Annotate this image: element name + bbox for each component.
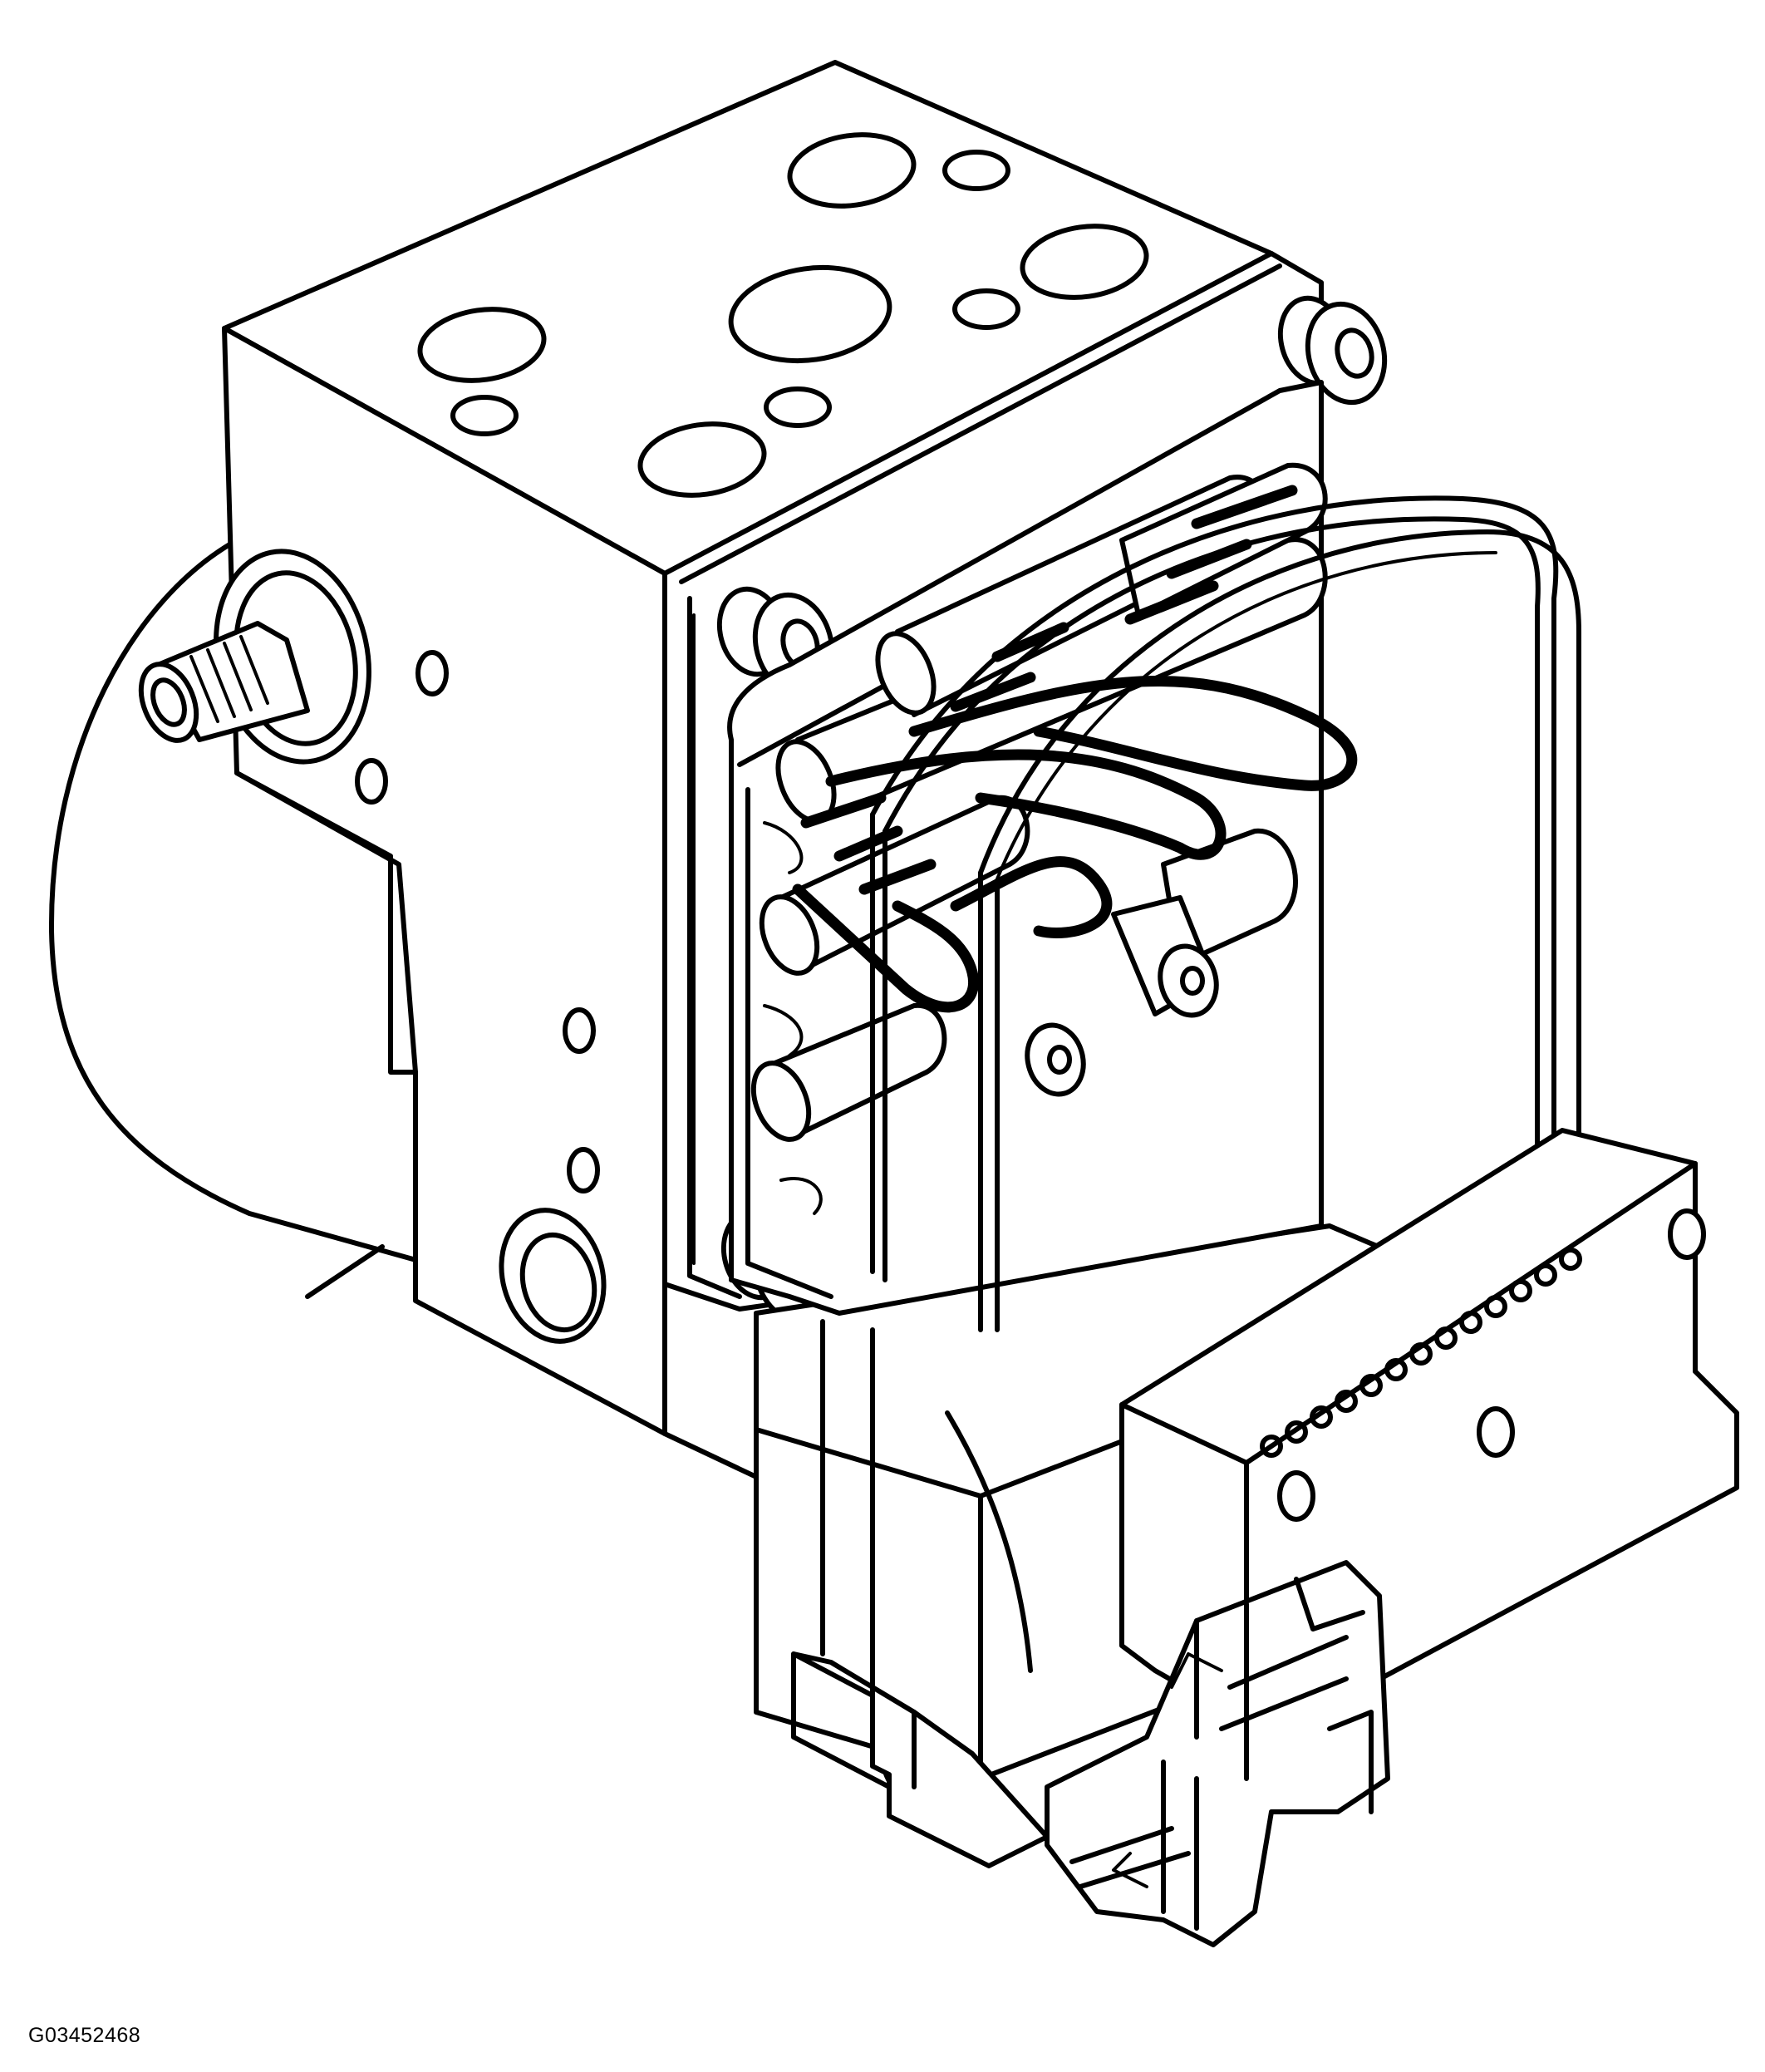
top-ports (415, 127, 1151, 503)
module-pins (1262, 1250, 1580, 1455)
cable-harness (873, 498, 1579, 1338)
valve-coil-1 (767, 539, 1325, 829)
figure-code: G03452468 (28, 2024, 141, 2047)
valve-coil-6 (1163, 831, 1295, 964)
pump-motor (52, 540, 428, 1297)
coil-wires (798, 490, 1352, 1007)
valve-coil-5 (743, 1006, 944, 1148)
valve-end-cap-a (1114, 898, 1224, 1021)
wiring-connector (1047, 1563, 1388, 1945)
bolt-upper-right (1271, 291, 1395, 411)
valve-block (130, 62, 1271, 1504)
control-module (1122, 1130, 1737, 1737)
side-holes (357, 652, 618, 1353)
valve-end-cap-b (1020, 1019, 1090, 1100)
motor-terminal-stud (130, 537, 387, 776)
